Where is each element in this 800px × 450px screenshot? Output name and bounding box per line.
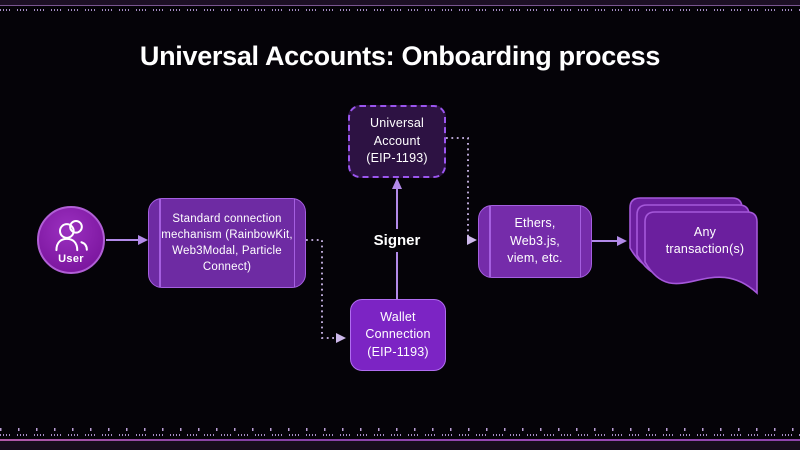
bottom-border-band (0, 441, 800, 450)
node-label-line: viem, etc. (507, 251, 563, 266)
node-label-line: Connect) (202, 261, 252, 274)
node-web3-libraries: Ethers, Web3.js, viem, etc. (478, 205, 592, 278)
node-label-line: mechanism (RainbowKit, (161, 228, 293, 241)
node-label-line: (EIP-1193) (367, 344, 429, 359)
node-any-transactions-label: Any transaction(s) (650, 224, 760, 258)
edge-libraries-to-transactions (592, 236, 627, 246)
bottom-border-line (0, 439, 800, 441)
node-label-line: Standard connection (172, 212, 282, 225)
node-user-label: User (58, 253, 84, 265)
node-label-line: Account (373, 133, 421, 148)
node-label-line: Web3Modal, Particle (172, 245, 282, 257)
node-label-line: Universal (370, 116, 424, 131)
users-icon (55, 220, 88, 252)
node-user: User (37, 206, 105, 274)
process-inner-line (159, 199, 161, 287)
node-label-line: Any (693, 225, 717, 239)
node-label-line: Connection (365, 327, 431, 342)
node-universal-account: Universal Account (EIP-1193) (348, 105, 446, 178)
node-label-line: transaction(s) (665, 241, 745, 256)
process-inner-line (489, 206, 491, 277)
top-border-line (0, 5, 800, 6)
node-label-line: Wallet (380, 309, 416, 324)
node-label-line: Ethers, (514, 216, 556, 231)
edge-label-signer: Signer (352, 229, 442, 252)
bottom-tick-pattern (0, 428, 800, 431)
process-inner-line (293, 199, 295, 287)
edge-standard-to-wallet (306, 239, 346, 343)
edge-universal-to-libraries (446, 137, 477, 245)
node-wallet-connection: Wallet Connection (EIP-1193) (350, 299, 446, 371)
page-title: Universal Accounts: Onboarding process (139, 41, 661, 71)
node-standard-connection: Standard connection mechanism (RainbowKi… (148, 198, 306, 288)
node-label-line: Web3.js, (509, 233, 560, 248)
node-label-line: (EIP-1193) (366, 151, 428, 166)
top-border-band (0, 0, 800, 5)
process-inner-line (579, 206, 581, 277)
edge-user-to-standard (106, 235, 148, 245)
bottom-dotted-pattern (0, 434, 800, 436)
top-dotted-pattern (0, 9, 800, 11)
